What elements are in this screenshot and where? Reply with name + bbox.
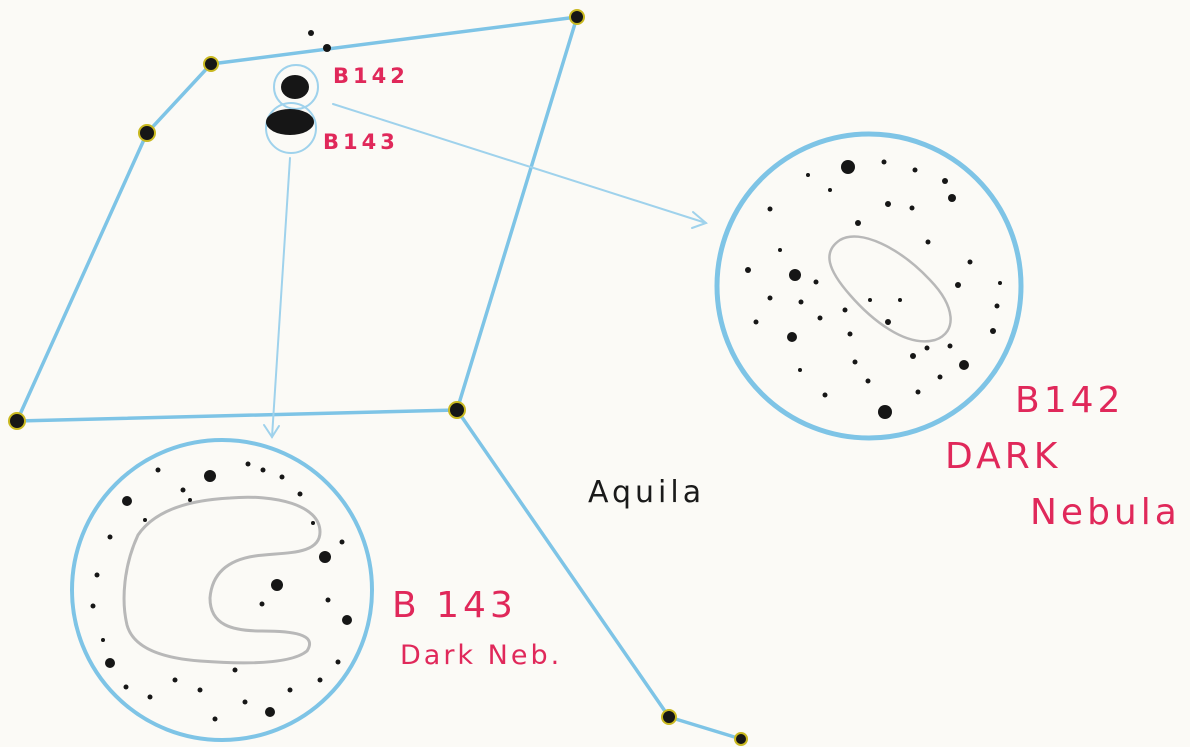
star: [203, 56, 219, 72]
arrow-head-b142: [691, 211, 708, 229]
b142-finder-label: B142: [333, 64, 409, 88]
constellation-name: Aquila: [588, 475, 706, 510]
star: [323, 44, 331, 52]
finder-circles: [265, 64, 319, 154]
b142-field-stars: [745, 159, 1002, 419]
line-g: [667, 715, 743, 741]
arrow-head-b143: [263, 424, 280, 439]
line-c: [15, 131, 149, 423]
line-d: [15, 408, 459, 423]
b143-blob: [266, 109, 314, 135]
b143-finder-label: B143: [323, 130, 399, 154]
line-e: [455, 15, 579, 412]
star: [308, 30, 314, 36]
b142-eyepiece-view: [714, 131, 1024, 441]
b143-view-title: B 143: [392, 585, 517, 626]
b142-view-type-dark: DARK: [945, 436, 1062, 477]
constellation-stars: [8, 9, 748, 746]
arrow-to-b142-view: [332, 103, 707, 224]
star: [569, 9, 585, 25]
line-b: [145, 62, 213, 135]
b143-view-type: Dark Neb.: [400, 640, 563, 671]
b143-view-circle: [70, 438, 374, 742]
b142-finder-circle: [273, 64, 319, 110]
b143-finder-circle: [265, 102, 317, 154]
pointer-arrows: [263, 103, 708, 439]
b143-field-stars: [90, 461, 352, 722]
arrow-to-b143-view: [271, 157, 291, 438]
star: [138, 124, 156, 142]
star: [734, 732, 748, 746]
b142-blob: [281, 75, 309, 99]
line-a: [209, 15, 579, 66]
b142-view-type-nebula: Nebula: [1030, 492, 1181, 533]
line-f: [455, 408, 671, 719]
b142-view-circle: [714, 131, 1024, 441]
finder-blobs: [266, 75, 314, 135]
b142-view-title: B142: [1015, 380, 1125, 421]
b143-eyepiece-view: [70, 438, 374, 742]
star: [661, 709, 677, 725]
b143-nebula-outline: [122, 495, 322, 665]
star: [8, 412, 26, 430]
constellation-lines: [15, 15, 743, 741]
b142-nebula-outline: [828, 235, 952, 343]
star: [448, 401, 466, 419]
